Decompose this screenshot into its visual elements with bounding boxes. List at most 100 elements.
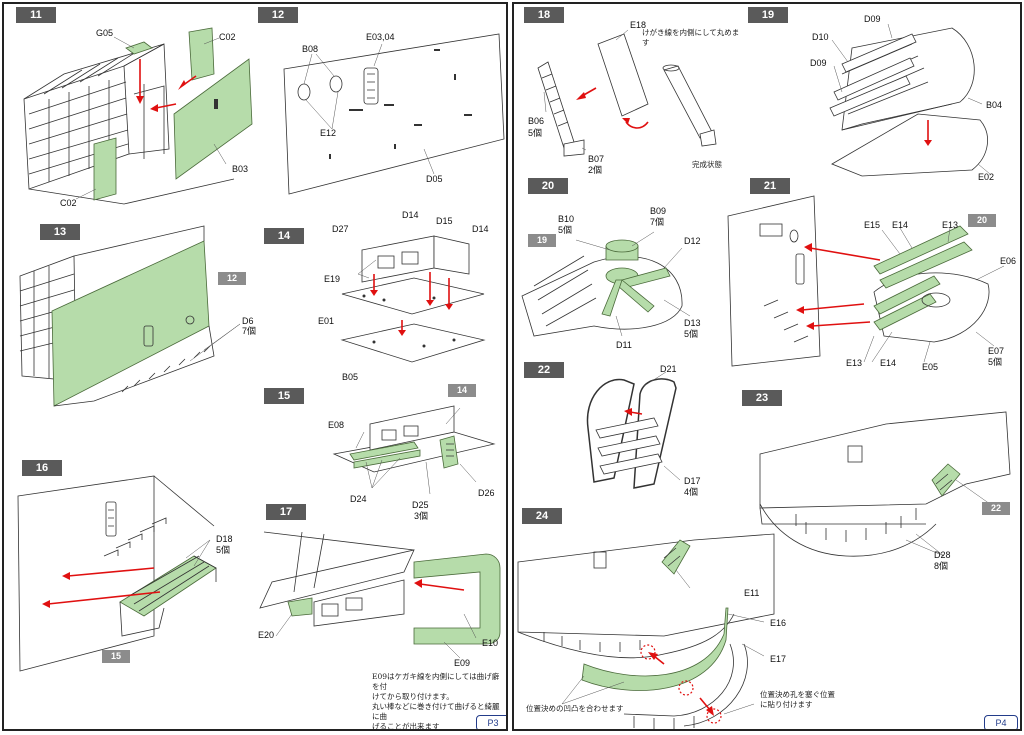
part-label: E18 (630, 20, 647, 30)
instruction-page-p3: 11 G05 C02 B03 C02 (2, 2, 508, 731)
part-label: D15 (436, 216, 453, 226)
quantity-label: 5個 (528, 128, 543, 138)
part-label: G05 (96, 28, 114, 38)
quantity-label: 5個 (216, 545, 231, 555)
part-label: E14 (880, 358, 897, 368)
part-label: E13 (846, 358, 863, 368)
step-11: 11 G05 C02 B03 C02 (4, 4, 254, 216)
step-21-diagram (727, 195, 1005, 367)
part-label: E03,04 (366, 32, 395, 42)
step-12: 12 B08 E03,04 E12 D05 (254, 4, 506, 216)
part-label: E19 (324, 274, 341, 284)
step-17: 17 E20 E10 E09 E09はケガキ線を内側にしては曲げ癖を付 けてから… (254, 502, 506, 729)
part-label: B07 (588, 154, 605, 164)
page-number: P4 (984, 715, 1018, 729)
part-label: B05 (342, 372, 359, 382)
part-label: D25 (412, 500, 429, 510)
step-number-badge: 24 (522, 508, 562, 524)
quantity-label: 4個 (684, 487, 699, 497)
step-number-badge: 20 (528, 178, 568, 194)
step-15-diagram (332, 405, 496, 495)
step-number-badge: 23 (742, 390, 782, 406)
step-23: 23 22 D28 8個 (736, 384, 1020, 580)
instruction-page-p4: 18 けがき線を内側にして丸めます E18 B06 5個 B07 2個 完成状態… (512, 2, 1022, 731)
step-23-diagram (759, 411, 1011, 557)
part-label: E05 (922, 362, 939, 372)
part-label: B10 (558, 214, 575, 224)
part-label: D05 (426, 174, 443, 184)
part-label: B08 (302, 44, 319, 54)
part-label: D11 (616, 340, 632, 350)
bending-note: けがき線を内側にして丸めます (642, 28, 740, 47)
placement-note: 位置決め孔を塞ぐ位置 に貼り付けます (760, 690, 835, 709)
part-label: D27 (332, 224, 349, 234)
part-label: E11 (744, 588, 760, 598)
step-number-badge: 15 (264, 388, 304, 404)
part-label: D09 (810, 58, 827, 68)
reference-step-badge: 20 (968, 214, 996, 227)
part-label: E08 (328, 420, 345, 430)
step-number-badge: 11 (16, 7, 56, 23)
part-label: D28 (934, 550, 951, 560)
step-18-diagram (537, 29, 717, 157)
step-14: 14 D27 D14 D15 D14 E19 E01 B05 (254, 210, 506, 384)
alignment-note: 位置決めの凹凸を合わせます (526, 704, 624, 713)
quantity-label: 3個 (414, 511, 429, 521)
page-number: P3 (476, 715, 506, 729)
step-16: 16 D18 5個 15 (4, 456, 254, 728)
part-label: C02 (219, 32, 236, 42)
part-label: B03 (232, 164, 249, 174)
part-label: D26 (478, 488, 495, 498)
quantity-label: 7個 (242, 326, 257, 336)
part-label: E17 (770, 654, 787, 664)
completed-state-caption: 完成状態 (692, 160, 722, 169)
step-20: 20 19 B10 5個 B09 7個 D12 D13 5個 D11 (514, 176, 724, 358)
part-label: D14 (402, 210, 419, 220)
part-label: B06 (528, 116, 545, 126)
part-label: E13 (942, 220, 959, 230)
part-label: D13 (684, 318, 701, 328)
part-label: E01 (318, 316, 335, 326)
part-label: D17 (684, 476, 701, 486)
reference-step-badge: 15 (102, 650, 130, 663)
part-label: E02 (978, 172, 995, 182)
step-number-badge: 18 (524, 7, 564, 23)
step-number-badge: 19 (748, 7, 788, 23)
quantity-label: 5個 (558, 225, 573, 235)
step-24-diagram (517, 533, 775, 729)
quantity-label: 7個 (650, 217, 665, 227)
step-number-badge: 22 (524, 362, 564, 378)
step-14-diagram (340, 235, 486, 363)
step-13-diagram (19, 225, 241, 407)
part-label: C02 (60, 198, 77, 208)
part-label: E20 (258, 630, 275, 640)
part-label: E14 (892, 220, 909, 230)
part-label: D21 (660, 364, 677, 374)
step-22-diagram (586, 371, 681, 489)
reference-step-badge: 22 (982, 502, 1010, 515)
part-label: D12 (684, 236, 701, 246)
step-number-badge: 16 (22, 460, 62, 476)
step-15: 15 14 E08 D24 D25 3個 D26 (254, 384, 506, 524)
reference-step-badge: 14 (448, 384, 476, 397)
part-label: D14 (472, 224, 489, 234)
step-24: 24 E11 E16 E17 位置決めの凹凸を合わせます 位置決め孔を塞ぐ位置 … (514, 504, 1020, 729)
step-13: 13 12 D6 7個 (4, 216, 257, 456)
step-19-diagram (829, 23, 991, 177)
quantity-label: 8個 (934, 561, 949, 571)
reference-step-badge: 12 (218, 272, 246, 285)
part-label: B04 (986, 100, 1003, 110)
quantity-label: 2個 (588, 165, 603, 175)
part-label: D10 (812, 32, 829, 42)
step-12-diagram (283, 33, 505, 195)
step-11-diagram (23, 27, 253, 205)
step-22: 22 D21 D17 4個 (514, 358, 734, 508)
part-label: D18 (216, 534, 233, 544)
step-number-badge: 17 (266, 504, 306, 520)
part-label: B09 (650, 206, 667, 216)
part-label: E07 (988, 346, 1005, 356)
part-label: D24 (350, 494, 367, 504)
part-label: D6 (242, 316, 254, 326)
step-number-badge: 13 (40, 224, 80, 240)
part-label: E09 (454, 658, 471, 668)
